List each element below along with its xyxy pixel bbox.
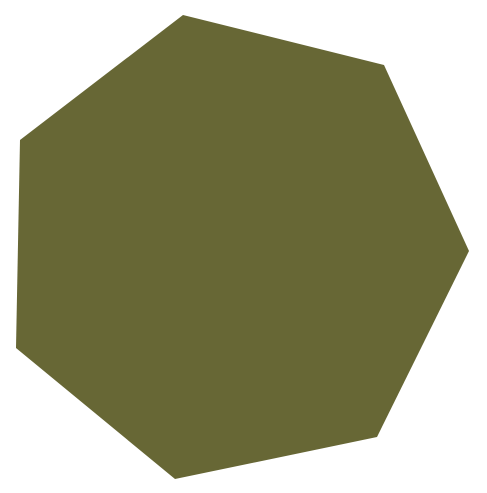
heptagon-shape xyxy=(16,15,469,479)
